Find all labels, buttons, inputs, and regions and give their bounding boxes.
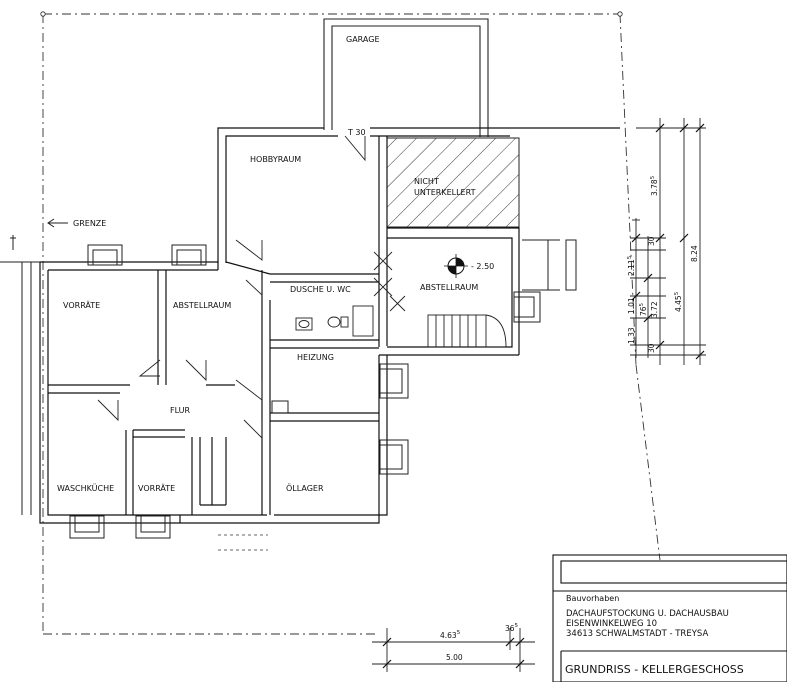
window-wells (69, 239, 577, 539)
dashed-extensions (218, 534, 268, 551)
garage (323, 18, 489, 137)
dim-76: 765 (639, 302, 648, 316)
dim-445: 4.455 (674, 291, 683, 312)
level-marker-icon (444, 254, 468, 278)
label-nicht-line2: UNTERKELLERT (414, 188, 476, 197)
dim-30a: 30 (647, 236, 656, 246)
label-dusche: DUSCHE U. WC (290, 285, 351, 294)
label-grenze: GRENZE (73, 219, 106, 228)
label-hobbyraum: HOBBYRAUM (250, 155, 301, 164)
label-vorraete-top: VORRÄTE (63, 300, 100, 310)
title-block (552, 554, 787, 682)
dim-36: 365 (505, 623, 519, 633)
label-abstellraum-right: ABSTELLRAUM (420, 283, 478, 292)
bathroom-fixtures (295, 251, 406, 337)
hatched-area (386, 137, 520, 228)
dimension-ticks-bottom (382, 637, 525, 669)
dimension-ticks-right (631, 123, 705, 360)
door-swings (97, 135, 366, 440)
dim-372: 3.72 (650, 301, 659, 318)
label-t30: T 30 (347, 128, 366, 137)
label-heizung: HEIZUNG (297, 353, 334, 362)
dim-824: 8.24 (690, 245, 699, 262)
title-heading: Bauvorhaben (566, 594, 619, 603)
label-garage: GARAGE (346, 35, 380, 44)
title-line2: EISENWINKELWEG 10 (566, 619, 657, 629)
dim-500: 5.00 (446, 653, 463, 662)
dimension-lines-right (630, 118, 706, 365)
title-line3: 34613 SCHWALMSTADT - TREYSA (566, 629, 708, 639)
dim-133: 1.33 (627, 327, 636, 344)
title-line1: DACHAUFSTOCKUNG U. DACHAUSBAU (566, 609, 729, 619)
dim-463: 4.635 (440, 630, 461, 640)
label-vorraete-bottom: VORRÄTE (138, 483, 175, 493)
label-abstellraum-left: ABSTELLRAUM (173, 301, 231, 310)
property-boundary (42, 13, 661, 635)
label-level: - 2.50 (471, 262, 494, 271)
sheet-title: GRUNDRISS - KELLERGESCHOSS (565, 663, 744, 676)
label-oellager: ÖLLAGER (286, 483, 324, 493)
label-waschkueche: WASCHKÜCHE (57, 483, 114, 493)
dim-211: 2.115 (627, 255, 636, 276)
basement-walls (39, 127, 620, 524)
neighbour-outline (0, 235, 40, 515)
dim-101: 1.01 (627, 297, 636, 314)
label-flur: FLUR (170, 406, 191, 415)
label-nicht-line1: NICHT (414, 177, 439, 186)
dim-378: 3.785 (650, 175, 659, 196)
dim-30b: 30 (647, 343, 656, 353)
stairs (427, 314, 507, 348)
grenze-arrow-icon (47, 218, 68, 228)
